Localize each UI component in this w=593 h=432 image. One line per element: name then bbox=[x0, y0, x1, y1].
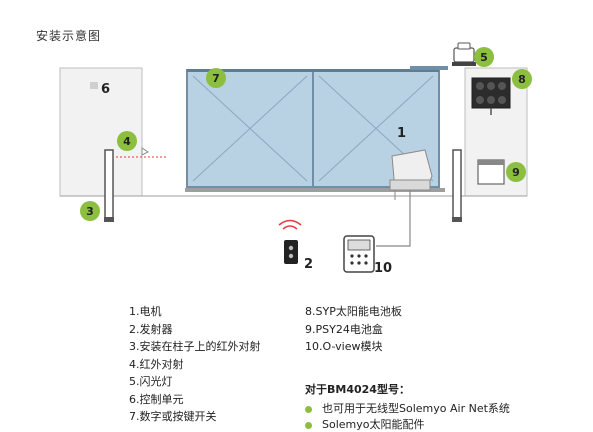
label-oview: 10 bbox=[374, 261, 392, 276]
badge-battery: 9 bbox=[506, 162, 526, 182]
oview-module bbox=[343, 235, 375, 273]
label-motor: 1 bbox=[397, 126, 406, 141]
legend-item: 8.SYP太阳能电池板 bbox=[305, 305, 402, 318]
legend-item: 7.数字或按键开关 bbox=[129, 410, 217, 423]
svg-text:9: 9 bbox=[512, 166, 520, 179]
photocell-post-right bbox=[452, 149, 462, 222]
legend-item: 4.红外对射 bbox=[129, 357, 184, 371]
legend-item: 1.电机 bbox=[129, 305, 162, 318]
svg-text:7: 7 bbox=[212, 72, 220, 85]
motor bbox=[389, 149, 433, 200]
badge-solar: 8 bbox=[512, 69, 532, 89]
legend-item: 5.闪光灯 bbox=[129, 375, 173, 388]
svg-text:8: 8 bbox=[518, 73, 526, 86]
legend-right: 8.SYP太阳能电池板 9.PSY24电池盒 10.O-view模块 bbox=[305, 303, 402, 356]
svg-text:5: 5 bbox=[480, 51, 488, 64]
flashing-light bbox=[452, 42, 476, 66]
model-note-item: Solemyo太阳能配件 bbox=[305, 416, 425, 432]
svg-text:3: 3 bbox=[86, 205, 94, 218]
label-transmitter: 2 bbox=[304, 257, 313, 272]
legend-item: 10.O-view模块 bbox=[305, 340, 383, 353]
legend-item: 2.发射器 bbox=[129, 322, 173, 336]
model-note-title: 对于BM4024型号： bbox=[305, 383, 410, 396]
legend-item: 9.PSY24电池盒 bbox=[305, 322, 383, 336]
oview-wire bbox=[376, 190, 411, 247]
legend-left: 1.电机 2.发射器 3.安装在柱子上的红外对射 4.红外对射 5.闪光灯 6.… bbox=[129, 303, 261, 426]
badge-post-photocell: 3 bbox=[80, 201, 100, 221]
page-title: 安装示意图 bbox=[36, 29, 102, 43]
gate-top-guide bbox=[410, 66, 448, 70]
installation-diagram: 7 5 8 9 4 3 6 1 2 10 bbox=[59, 42, 532, 276]
solar-panel bbox=[471, 77, 511, 115]
bullet-icon bbox=[305, 405, 312, 413]
legend-item: 6.控制单元 bbox=[129, 392, 184, 406]
photocell-post-left bbox=[104, 149, 114, 222]
badge-flash: 5 bbox=[474, 47, 494, 67]
photocell-sensor bbox=[141, 147, 149, 156]
transmitter bbox=[278, 219, 302, 264]
label-control: 6 bbox=[101, 82, 110, 97]
legend-item: 3.安装在柱子上的红外对射 bbox=[129, 340, 261, 353]
control-unit bbox=[90, 82, 98, 89]
svg-text:4: 4 bbox=[123, 135, 131, 148]
gate-rail bbox=[185, 188, 445, 192]
badge-photocell: 4 bbox=[117, 131, 137, 151]
model-note-item: 也可用于无线型Solemyo Air Net系统 bbox=[305, 400, 510, 416]
badge-gate: 7 bbox=[206, 68, 226, 88]
battery-box bbox=[477, 159, 505, 185]
